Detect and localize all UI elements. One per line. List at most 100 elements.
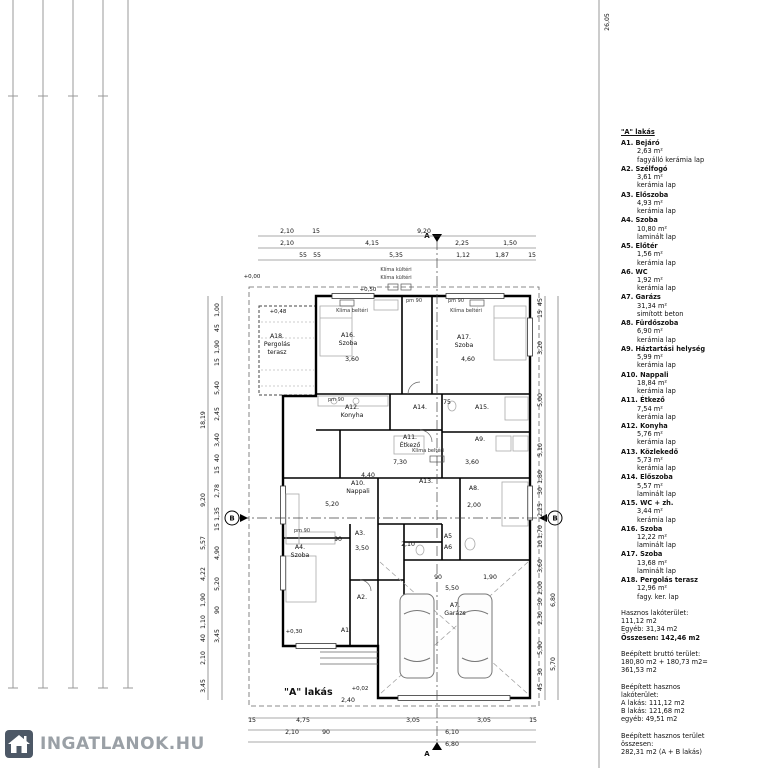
dim-label: 3,05 — [477, 717, 491, 724]
room-name: WC — [635, 267, 648, 276]
room-id: A11. — [621, 396, 638, 405]
door-height-label: pm 90 — [448, 298, 464, 304]
total-built-line: Beépített hasznos terület — [621, 731, 705, 740]
car-icon — [457, 593, 493, 679]
dim-label: 18,19 — [200, 411, 207, 429]
room-id: A16. — [621, 524, 638, 533]
dim-label: 4,75 — [296, 717, 310, 724]
room-label-a11: Étkező — [400, 440, 421, 449]
dim-label: 15 — [214, 358, 221, 366]
level-mark: +0,00 — [244, 274, 261, 280]
room-floor: kerámia lap — [637, 284, 676, 293]
legend-title: "A" lakás — [621, 128, 655, 136]
room-name: Étkező — [640, 396, 665, 405]
dim-label: 2,10 — [285, 729, 299, 736]
dim-label: 15 — [312, 228, 320, 235]
top-dimensions: 2,10 15 9,20 2,10 4,15 2,25 1,50 55 55 5… — [280, 228, 536, 259]
dim-label: 45 — [537, 683, 544, 691]
useful-built-line: B lakás: 121,68 m2 — [621, 707, 685, 716]
room-id: A8. — [621, 319, 634, 328]
dim-label: 30 — [537, 487, 544, 495]
dim-label: 55 — [299, 252, 307, 259]
dim-label: 1,50 — [503, 240, 517, 247]
dim-label: 15 — [529, 717, 537, 724]
room-area: 5,99 m² — [637, 353, 663, 362]
room-floor: laminált lap — [637, 232, 676, 241]
dim-label: 2,25 — [537, 503, 544, 517]
furniture — [285, 299, 529, 603]
dim-label: 30 — [537, 668, 544, 676]
room-label-a3: A3. — [355, 530, 365, 537]
dim-label: 6,10 — [445, 729, 459, 736]
room-floor: kerámia lap — [637, 464, 676, 473]
room-label-a9: A9. — [475, 436, 485, 443]
room-label-a7: A7. — [450, 602, 460, 609]
room-floor: kerámia lap — [637, 387, 676, 396]
klima-label: Klíma kültéri — [380, 266, 411, 273]
room-id: A7. — [621, 293, 634, 302]
room-label-a4: A4. — [295, 544, 305, 551]
windows — [280, 293, 533, 701]
door-height-label: pm 90 — [406, 298, 422, 304]
dim-label: 90 — [214, 606, 221, 614]
room-dim: 3,60 — [465, 459, 479, 466]
room-label-a18: Pergolás — [264, 340, 290, 348]
level-mark: +0,02 — [352, 686, 369, 692]
klima-label: Klíma kültéri — [380, 274, 411, 281]
room-label-a10: Nappali — [346, 488, 370, 495]
dim-label: 10 — [537, 540, 544, 548]
dim-label: 2,10 — [280, 240, 294, 247]
room-area: 1,56 m² — [637, 250, 663, 259]
dim-label: 9,20 — [200, 493, 207, 507]
room-floor: kerámia lap — [637, 258, 676, 267]
room-name: Nappali — [640, 370, 669, 379]
room-area: 5,76 m² — [637, 430, 663, 439]
room-label-a14: A14. — [413, 404, 427, 411]
room-floor: laminált lap — [637, 541, 676, 550]
room-name: Szoba — [640, 550, 663, 559]
room-name: Közlekedő — [640, 447, 679, 456]
room-floor: kerámia lap — [637, 207, 676, 216]
total-built-block: Beépített hasznos terület összesen: 282,… — [621, 732, 763, 757]
dim-label: 90 — [322, 729, 330, 736]
gross-area-line: 180,80 m2 + 180,73 m2= — [621, 658, 708, 667]
level-mark: +0,50 — [360, 287, 377, 293]
dim-label: 3,60 — [537, 559, 544, 573]
dim-label: 15 — [248, 717, 256, 724]
door-height-label: pm 90 — [294, 528, 310, 534]
gross-area-block: Beépített bruttó terület: 180,80 m2 + 18… — [621, 650, 763, 675]
roof-outline — [248, 286, 540, 707]
room-label-a4: Szoba — [291, 552, 310, 559]
dim-label: 5,90 — [537, 641, 544, 655]
room-id: A3. — [621, 190, 634, 199]
dimension-lines — [207, 235, 559, 743]
section-line-b: B B — [224, 510, 563, 526]
room-floor: kerámia lap — [637, 412, 676, 421]
door-arcs — [359, 381, 433, 592]
room-id: A4. — [621, 216, 634, 225]
room-dim: 2,00 — [467, 502, 481, 509]
dim-label: 5,35 — [389, 252, 403, 259]
dim-label: 2,10 — [200, 651, 207, 665]
dim-label: 45 — [537, 298, 544, 306]
total-area: Összesen: 142,46 m2 — [621, 634, 763, 642]
watermark: INGATLANOK.HU — [4, 729, 205, 759]
room-label-a18: terasz — [267, 349, 286, 356]
room-dim: 90 — [334, 536, 342, 543]
section-b-label: B — [229, 515, 234, 523]
dim-label: 1,35 — [214, 507, 221, 521]
dim-label: 2,00 — [537, 581, 544, 595]
dim-label: 5,57 — [200, 536, 207, 550]
useful-area-value: 111,12 m2 — [621, 617, 657, 626]
dim-label: 40 — [214, 454, 221, 462]
